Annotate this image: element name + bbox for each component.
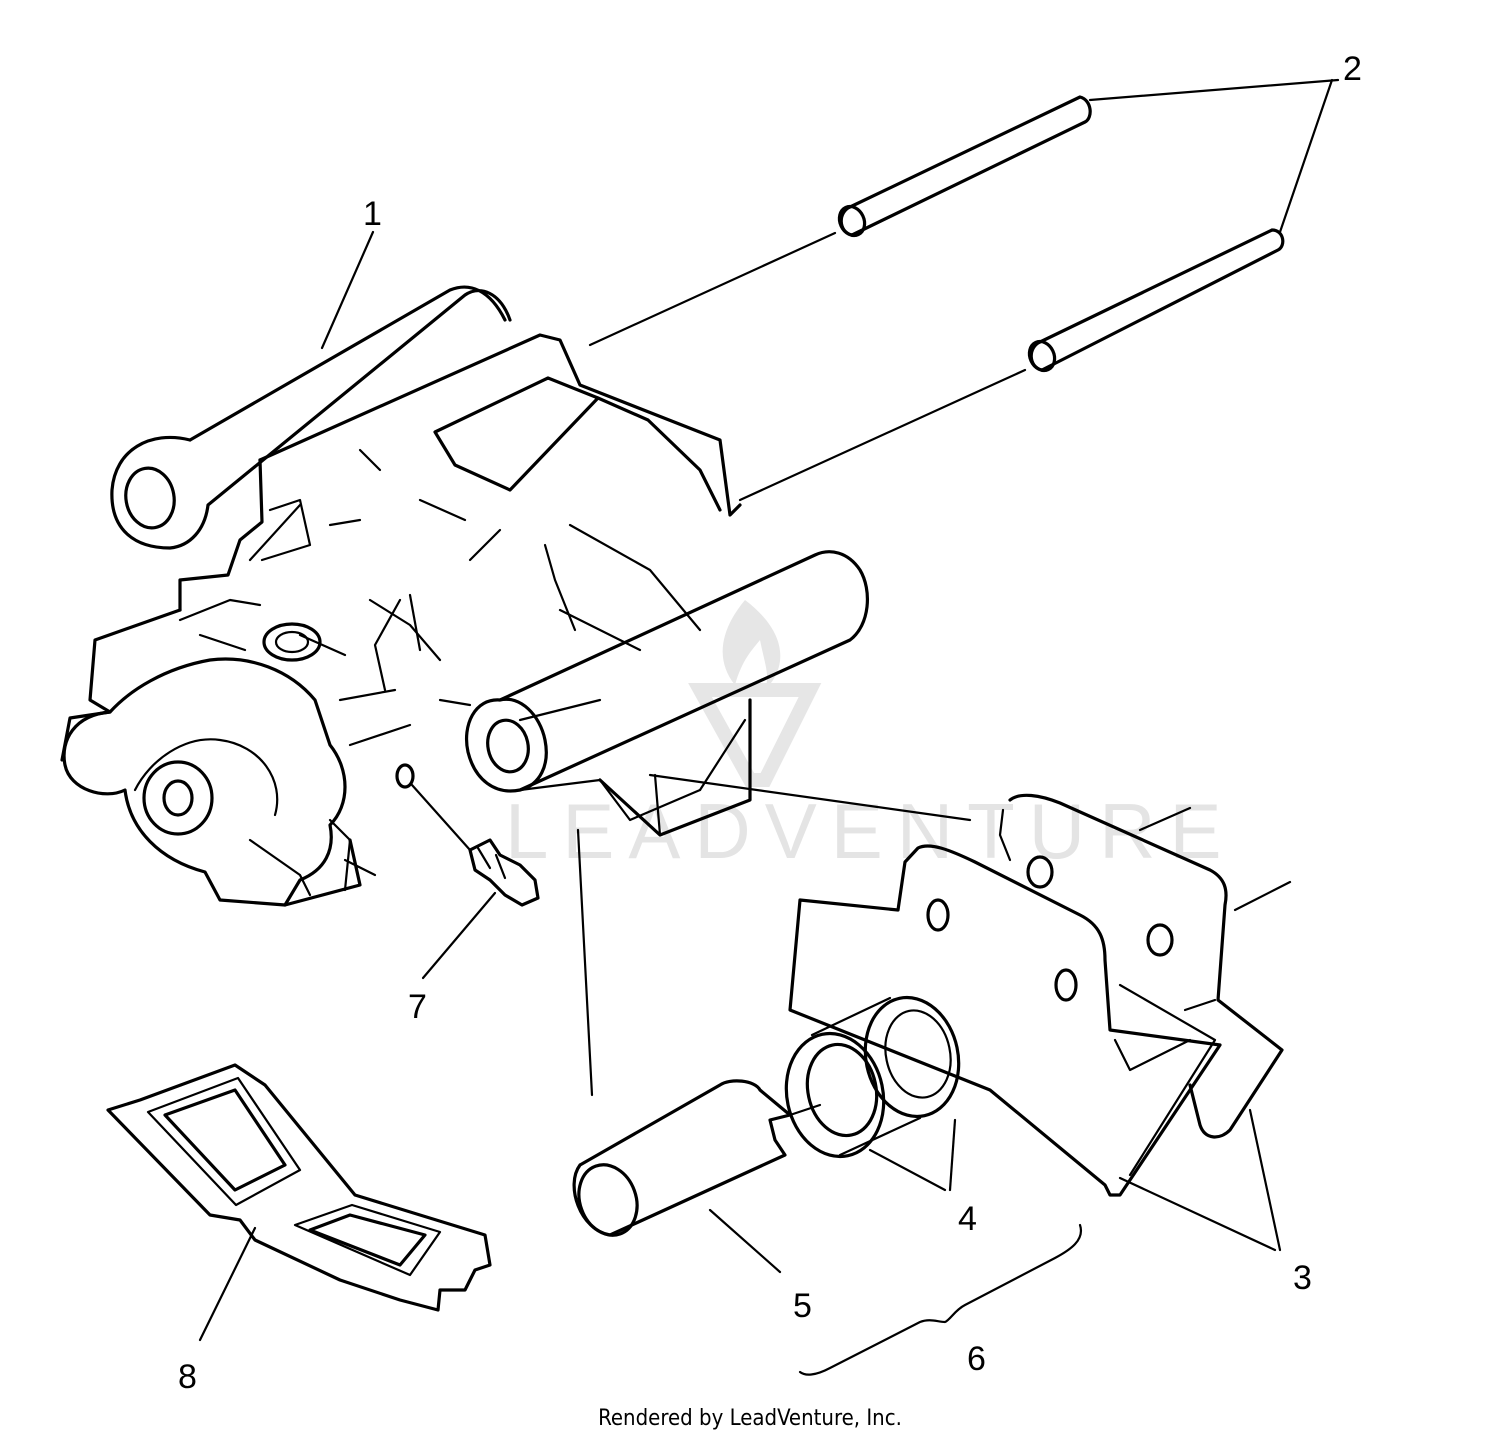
credit-text: Rendered by LeadVenture, Inc. bbox=[598, 1406, 902, 1431]
bracket-6 bbox=[798, 1223, 1083, 1376]
callout-3: 3 bbox=[1293, 1259, 1312, 1297]
callout-4: 4 bbox=[958, 1200, 977, 1238]
part-7-fitting bbox=[410, 783, 540, 907]
callout-2: 2 bbox=[1343, 50, 1362, 88]
part-3-plates bbox=[648, 773, 1292, 1197]
callout-8: 8 bbox=[178, 1358, 197, 1396]
leadventure-logo-icon bbox=[688, 600, 822, 787]
callout-6: 6 bbox=[967, 1340, 986, 1378]
part-8-gasket bbox=[106, 1063, 492, 1312]
part-2-pins bbox=[588, 95, 1285, 502]
part-4-seals bbox=[784, 995, 961, 1159]
part-1-pump-housing bbox=[60, 285, 870, 907]
callout-7: 7 bbox=[408, 988, 427, 1026]
callout-1: 1 bbox=[363, 195, 382, 233]
part-5-plunger bbox=[572, 1079, 822, 1237]
guide-line bbox=[576, 828, 594, 1097]
leader-lines bbox=[198, 78, 1340, 1342]
callout-5: 5 bbox=[793, 1287, 812, 1325]
